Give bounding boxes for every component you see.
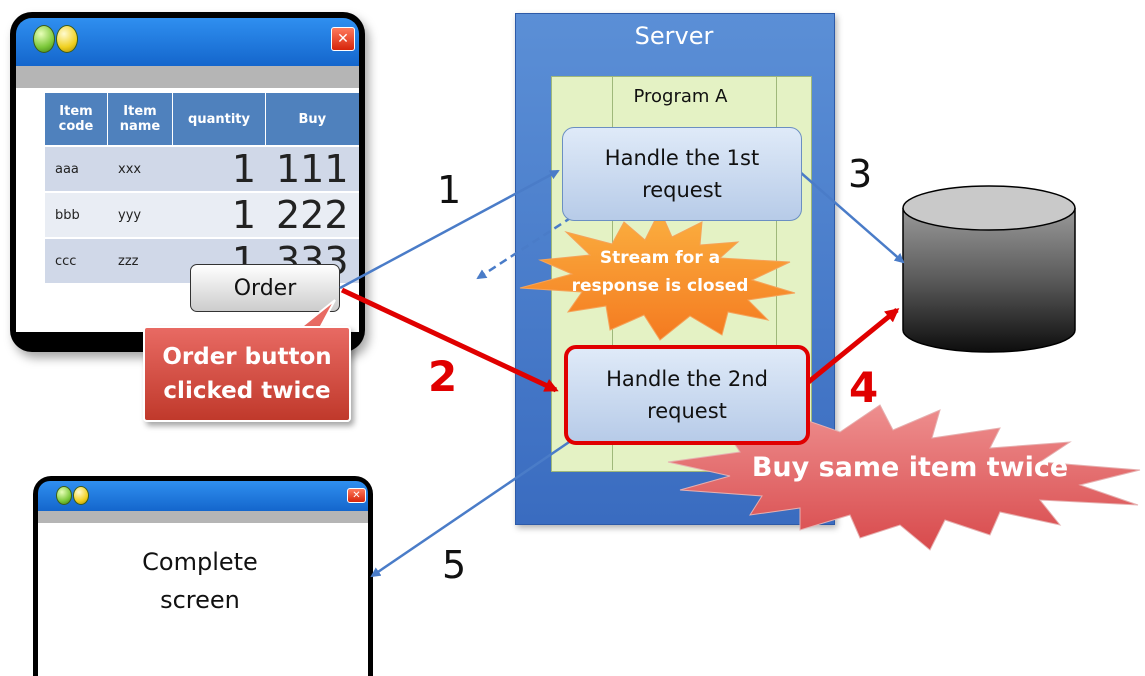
handle-request-2-box: Handle the 2nd request <box>564 345 810 445</box>
program-a-title: Program A <box>633 86 728 107</box>
header-buy: Buy <box>266 93 359 145</box>
cell-quantity: 1 <box>173 145 266 191</box>
callout-line-2: clicked twice <box>163 378 331 404</box>
cell-item-name: zzz <box>108 237 173 283</box>
program-divider <box>776 76 777 470</box>
step-3-label: 3 <box>848 152 873 196</box>
cell-item-name: yyy <box>108 191 173 237</box>
table-row: bbb yyy 1 222 <box>45 191 359 237</box>
cell-item-code: bbb <box>45 191 108 237</box>
callout-pointer <box>297 299 336 329</box>
request-2-line-2: request <box>647 399 727 423</box>
stream-line-2: response is closed <box>571 276 749 296</box>
handle-request-1-box: Handle the 1st request <box>562 127 802 221</box>
arrow-step-5 <box>370 434 579 578</box>
complete-line-2: screen <box>160 586 240 614</box>
arrow-step-1 <box>339 169 560 290</box>
stream-burst-shape <box>519 208 796 341</box>
cell-buy: 222 <box>266 191 359 237</box>
step-5-label: 5 <box>442 543 467 587</box>
double-click-callout: Order button clicked twice <box>143 326 351 422</box>
complete-window <box>33 476 373 676</box>
buy-twice-label: Buy same item twice <box>751 452 1069 483</box>
yellow-dot-icon <box>73 486 89 505</box>
cell-quantity: 1 <box>173 191 266 237</box>
yellow-dot-icon <box>56 25 78 53</box>
complete-line-1: Complete <box>142 548 258 576</box>
cell-buy: 111 <box>266 145 359 191</box>
arrow-step-4 <box>804 308 900 386</box>
arrow-step-2 <box>340 287 559 393</box>
cell-item-name: xxx <box>108 145 173 191</box>
request-2-line-1: Handle the 2nd <box>606 367 768 391</box>
complete-window-menubar <box>38 511 368 523</box>
step-2-label: 2 <box>428 352 458 401</box>
order-window-menubar <box>16 66 359 88</box>
stream-line-1: Stream for a <box>599 248 721 268</box>
cell-item-code: aaa <box>45 145 108 191</box>
step-4-label: 4 <box>849 363 879 412</box>
server-title: Server <box>634 22 714 50</box>
table-row: ccc zzz 1 333 <box>45 237 359 283</box>
step-1-label: 1 <box>437 168 462 212</box>
close-icon[interactable]: ✕ <box>347 488 366 503</box>
complete-screen-text: Complete screen <box>95 543 305 619</box>
complete-window-titlebar <box>38 481 368 511</box>
table-row: aaa xxx 1 111 <box>45 145 359 191</box>
callout-line-1: Order button <box>162 344 332 370</box>
request-1-line-2: request <box>642 178 722 202</box>
arrow-stream-closed <box>476 215 573 280</box>
complete-window-client <box>38 523 368 676</box>
request-1-line-1: Handle the 1st <box>604 146 760 170</box>
arrow-step-3 <box>799 171 905 264</box>
cell-item-code: ccc <box>45 237 108 283</box>
stream-closed-label: Stream for a response is closed <box>560 244 760 300</box>
close-icon[interactable]: ✕ <box>331 27 355 51</box>
order-button[interactable]: Order <box>190 264 340 312</box>
header-quantity: quantity <box>173 93 266 145</box>
green-dot-icon <box>33 25 55 53</box>
database-cylinder-icon <box>902 185 1076 353</box>
green-dot-icon <box>56 486 72 505</box>
